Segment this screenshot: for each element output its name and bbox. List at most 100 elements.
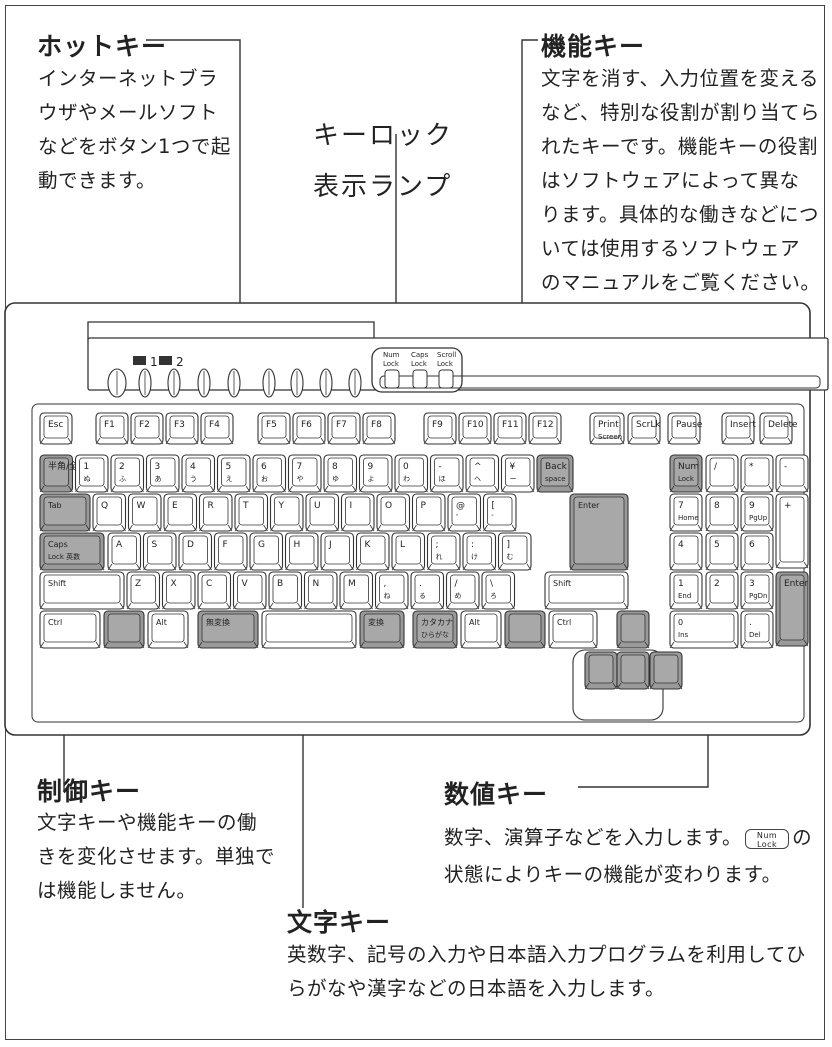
- key-q-5: T: [234, 493, 269, 532]
- lamp-label: Caps: [411, 351, 429, 359]
- key-label: Y: [278, 501, 285, 511]
- key-a-11: :け: [462, 532, 497, 571]
- key-sublabel: め: [455, 592, 462, 600]
- key-up: [616, 610, 650, 649]
- key-label: Alt: [156, 618, 167, 627]
- key-label: B: [277, 579, 283, 589]
- key-label: \: [490, 579, 494, 589]
- key-label: 6: [749, 540, 755, 550]
- key-np1-2: *: [740, 454, 774, 493]
- lock-lamp: [384, 369, 400, 389]
- lock-lamp: [412, 369, 428, 389]
- key-z-9: .る: [410, 571, 445, 610]
- key-sublabel: PgDn: [749, 592, 768, 600]
- key-label: F4: [209, 420, 220, 430]
- key-sublabel: け: [471, 553, 478, 561]
- key-label: 9: [368, 462, 374, 472]
- key-label: Num: [678, 462, 699, 472]
- key-a-6: H: [284, 532, 319, 571]
- key-sublabel: わ: [403, 475, 410, 483]
- key-label: O: [385, 501, 392, 511]
- key-8: F8: [362, 412, 396, 445]
- key-sublabel: ゜: [492, 514, 499, 522]
- key-np4-1: 5: [705, 532, 739, 571]
- key-sublabel: ぬ: [84, 475, 91, 483]
- key-z-8: ,ね: [374, 571, 409, 610]
- key-np-plus: +: [775, 493, 809, 569]
- key-label: Alt: [469, 618, 480, 627]
- key-label: 2: [119, 462, 125, 472]
- key-label: 7: [678, 501, 684, 511]
- key-label: V: [242, 579, 249, 589]
- key-label: F9: [432, 420, 443, 430]
- key-shift-right: Shift: [544, 571, 629, 610]
- key-label: 5: [714, 540, 720, 550]
- key-num-9: 9よ: [358, 454, 393, 493]
- key-space: [261, 610, 357, 649]
- key-sublabel: れ: [436, 553, 443, 561]
- key-label: 3: [749, 579, 755, 589]
- key-ctrl-left: Ctrl: [39, 610, 101, 649]
- lamp-label: Lock: [383, 360, 400, 368]
- key-np4-0: 4: [669, 532, 703, 571]
- key-q-9: O: [376, 493, 411, 532]
- key-sublabel: ほ: [439, 475, 446, 483]
- char-key-title: 文字キー: [287, 908, 392, 937]
- key-label: Pause: [676, 420, 703, 430]
- key-label: /: [714, 462, 718, 472]
- key-label: N: [313, 579, 320, 589]
- key-label: +: [784, 501, 792, 511]
- key-0: Esc: [39, 412, 73, 445]
- key-num-10: 0わ: [394, 454, 429, 493]
- key-z-2: X: [161, 571, 196, 610]
- function-key-title: 機能キー: [541, 32, 646, 61]
- key-label: -: [784, 462, 787, 472]
- numeric-key-desc-2: 状態によりキーの機能が変わります。: [444, 863, 782, 886]
- key-sublabel: Screen: [598, 433, 622, 441]
- key-label: 5: [226, 462, 232, 472]
- key-label: 9: [749, 501, 755, 511]
- key-label: C: [206, 579, 212, 589]
- key-num-11: -ほ: [429, 454, 464, 493]
- key-a-10: ;れ: [426, 532, 461, 571]
- key-label: Caps: [48, 540, 68, 549]
- key-num-1: 1ぬ: [74, 454, 109, 493]
- key-num-7: 7や: [287, 454, 322, 493]
- key-np1-1: /: [705, 454, 739, 493]
- key-q-4: R: [198, 493, 233, 532]
- ap-icon: [159, 356, 172, 365]
- key-11: F11: [493, 412, 527, 445]
- key-label: 4: [678, 540, 684, 550]
- key-alt-right: Alt: [460, 610, 502, 649]
- key-q-10: P: [411, 493, 446, 532]
- key-z-10: /め: [445, 571, 480, 610]
- key-9: F9: [423, 412, 457, 445]
- key-label: U: [314, 501, 321, 511]
- lock-lamp: [438, 369, 454, 389]
- key-label: Back: [545, 462, 568, 472]
- key-z-11: \ろ: [481, 571, 516, 610]
- key-label: 1: [678, 579, 684, 589]
- keyboard-top-panel: [87, 321, 375, 341]
- key-sublabel: あ: [155, 475, 162, 483]
- key-q-12: [゜: [482, 493, 517, 532]
- key-sublabel: Ins: [678, 631, 689, 639]
- ap-icon: [133, 356, 146, 365]
- key-label: W: [137, 501, 146, 511]
- key-label: 3: [155, 462, 161, 472]
- key-sublabel: space: [545, 475, 566, 483]
- key-sublabel: や: [297, 475, 304, 483]
- key-label: F12: [537, 420, 554, 430]
- key-label: ;: [436, 540, 439, 550]
- control-key-title: 制御キー: [37, 777, 142, 806]
- key-17: Delete: [759, 412, 798, 445]
- key-label: ¥: [510, 462, 516, 472]
- key-label: J: [328, 540, 332, 550]
- key-label: A: [116, 540, 123, 550]
- key-sublabel: PgUp: [749, 514, 768, 522]
